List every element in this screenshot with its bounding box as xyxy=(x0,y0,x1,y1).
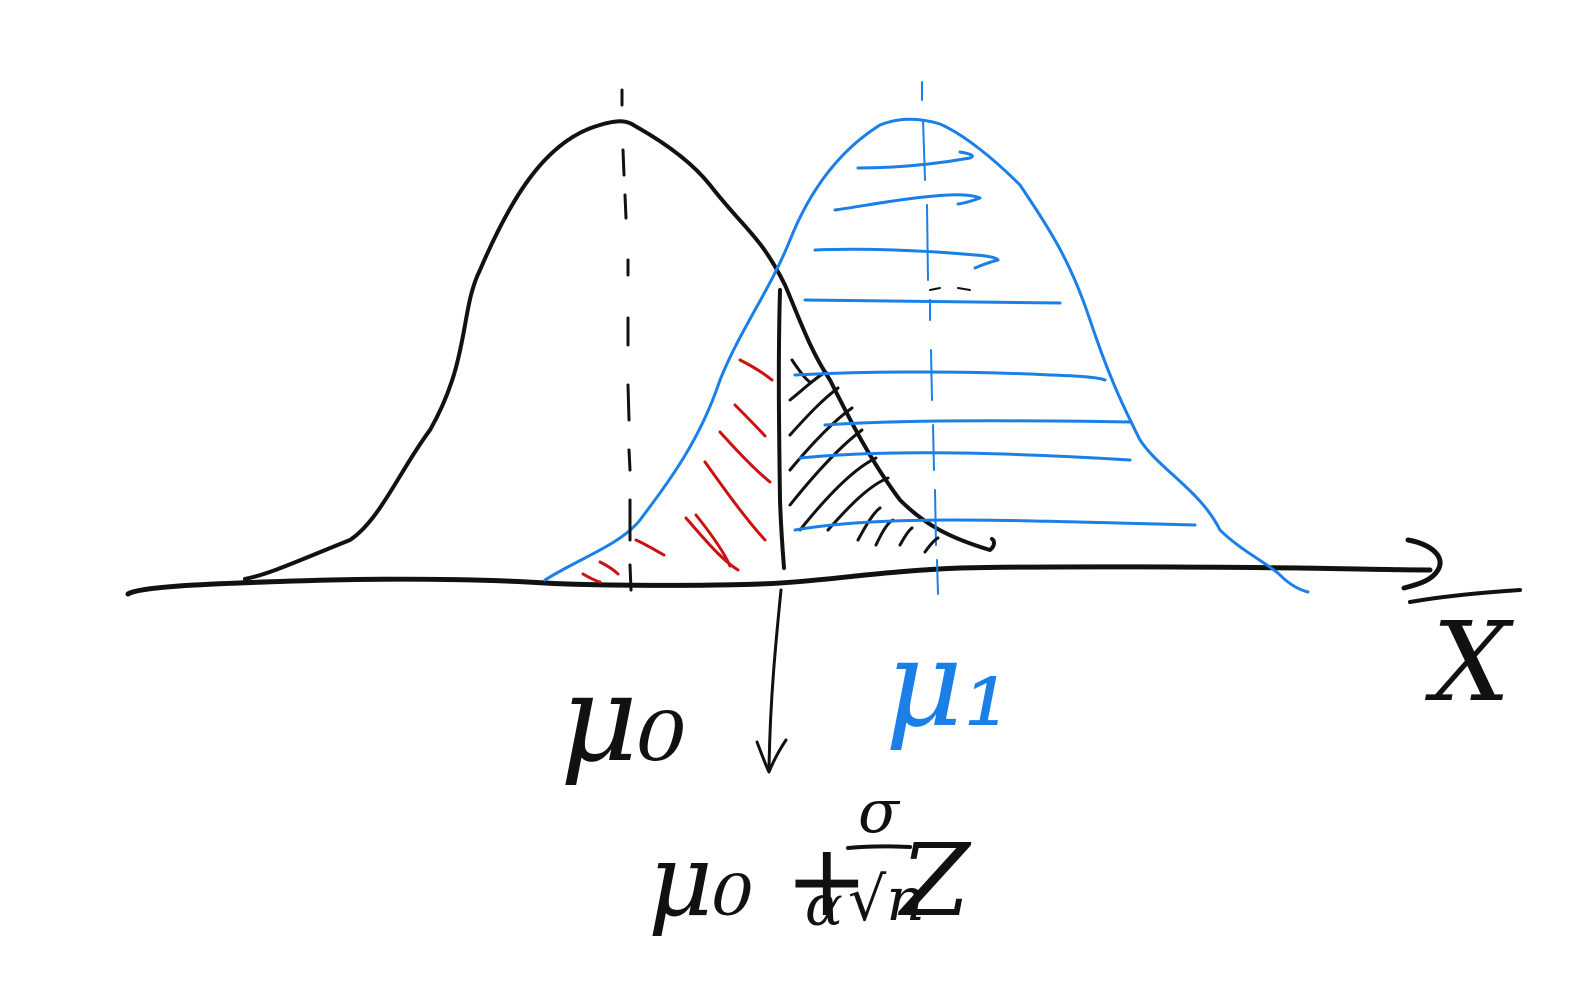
critical-value-line xyxy=(755,288,788,774)
fraction-bar xyxy=(846,844,912,850)
axis-label: X xyxy=(1424,598,1514,726)
null-distribution-curve xyxy=(243,119,996,581)
critical-subscript: α xyxy=(805,874,843,939)
alternative-distribution-curve xyxy=(543,117,1310,594)
critical-arrowhead xyxy=(755,738,788,774)
mu0-label: μ₀ xyxy=(560,650,686,789)
type-ii-error-hatch xyxy=(581,358,774,584)
mu1-label: μ₁ xyxy=(885,615,1011,754)
critical-value-formula: μ₀ + Z α σ √n xyxy=(648,777,971,939)
x-axis xyxy=(125,537,1443,597)
mu0-center-line xyxy=(620,88,633,592)
fraction-denominator: √n xyxy=(848,865,925,935)
mu1-center-line xyxy=(921,81,939,595)
type-i-error-hatch xyxy=(788,358,940,554)
axis-arrowhead xyxy=(1401,537,1443,591)
critical-label: μ₀ + Z xyxy=(648,822,971,939)
power-region-hatch xyxy=(793,150,1197,532)
fraction-numerator: σ xyxy=(858,777,901,847)
axis-label-group: X xyxy=(1408,588,1522,726)
stray-marks xyxy=(929,287,971,291)
